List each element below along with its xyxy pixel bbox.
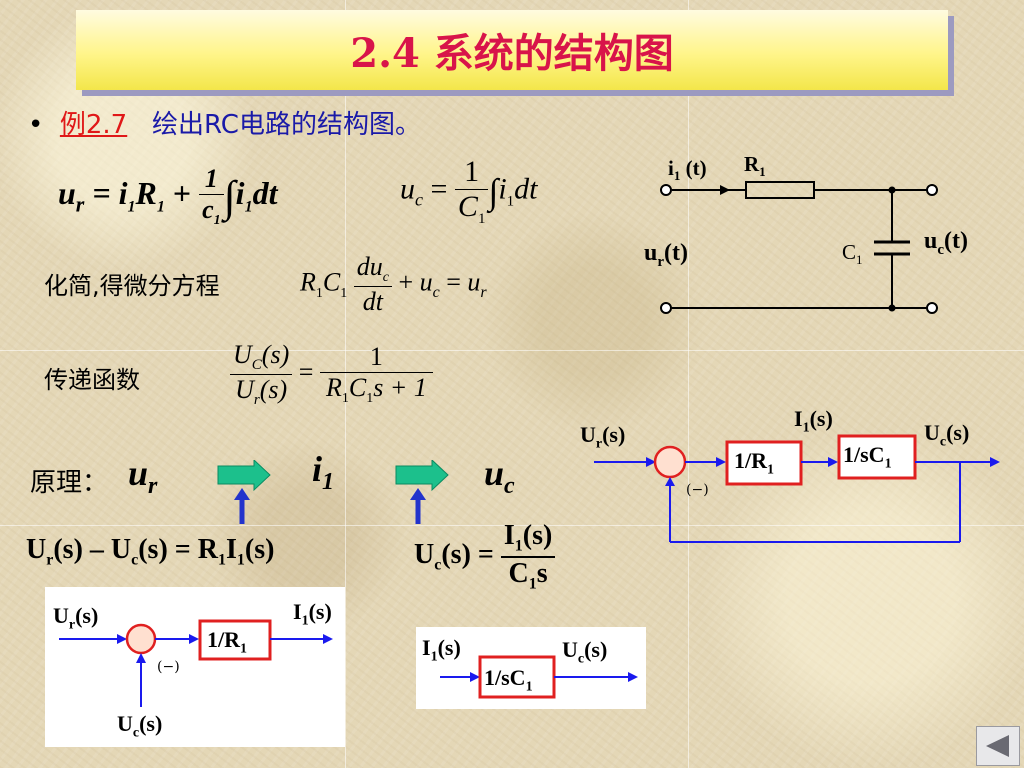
principle-label: 原理： bbox=[30, 468, 109, 498]
block-diagram-a-panel: Ur(s) (−) 1/R1 I1(s) Uc(s) bbox=[45, 587, 345, 747]
bd-a-block-label: 1/R1 bbox=[207, 627, 247, 657]
bd-a-output: I1(s) bbox=[293, 599, 332, 629]
example-text: 绘出RC电路的结构图。 bbox=[152, 110, 421, 140]
right-arrow-icon bbox=[395, 460, 449, 492]
bd-full-output: Uc(s) bbox=[924, 420, 970, 450]
resistor-icon bbox=[745, 181, 815, 199]
right-arrow-icon bbox=[217, 460, 271, 492]
block-c1 bbox=[478, 655, 556, 699]
terminal-icon bbox=[660, 302, 672, 314]
title-bar: 2.4 系统的结构图 bbox=[76, 10, 948, 90]
equation-capacitor: Uc(s) = I1(s)C1s bbox=[414, 520, 556, 593]
previous-slide-button[interactable] bbox=[976, 726, 1020, 766]
block-diagram-b-panel: I1(s) 1/sC1 Uc(s) bbox=[416, 627, 646, 709]
bd-a-minus: (−) bbox=[157, 659, 180, 675]
principle-var-ur: ur bbox=[128, 453, 158, 500]
principle-arrow-1 bbox=[217, 460, 271, 524]
triangle-left-icon bbox=[986, 735, 1009, 757]
summing-junction-icon bbox=[653, 445, 687, 479]
bd-full-block2-label: 1/sC1 bbox=[843, 442, 892, 472]
circuit-label-i1: i1 (t) bbox=[668, 156, 707, 184]
terminal-icon bbox=[926, 302, 938, 314]
bd-a-feedback: Uc(s) bbox=[117, 711, 163, 741]
simplify-label: 化简,得微分方程 bbox=[44, 272, 220, 300]
principle-var-i1: i1 bbox=[312, 449, 335, 496]
terminal-icon bbox=[926, 184, 938, 196]
rc-circuit bbox=[660, 181, 938, 314]
example-label: 例2.7 bbox=[59, 110, 128, 140]
bd-full-mid: I1(s) bbox=[794, 406, 833, 436]
transfer-label: 传递函数 bbox=[44, 366, 140, 394]
principle-arrow-2 bbox=[395, 460, 449, 524]
bd-full-minus: (−) bbox=[686, 482, 709, 498]
circuit-label-uc: uc(t) bbox=[924, 228, 969, 258]
block-diagram-a bbox=[59, 619, 333, 707]
block-2-c1 bbox=[837, 434, 917, 480]
grid-line bbox=[0, 350, 1024, 351]
equation-kvl: Ur(s) – Uc(s) = R1I1(s) bbox=[26, 534, 275, 569]
grid-line bbox=[688, 0, 689, 768]
block-diagram-full bbox=[594, 434, 1000, 543]
block-diagram-b bbox=[440, 655, 638, 699]
page-title: 2.4 系统的结构图 bbox=[350, 30, 674, 77]
grid-line bbox=[345, 0, 346, 768]
terminal-icon bbox=[660, 184, 672, 196]
circuit-label-c1: C1 bbox=[842, 240, 863, 268]
bd-full-input: Ur(s) bbox=[580, 422, 626, 452]
bd-full-block1-label: 1/R1 bbox=[734, 448, 774, 478]
circuit-label-ur: ur(t) bbox=[644, 240, 689, 270]
bd-a-input: Ur(s) bbox=[53, 603, 99, 633]
bd-b-output: Uc(s) bbox=[562, 637, 608, 667]
principle-var-uc: uc bbox=[484, 453, 515, 500]
bullet-dot: • bbox=[28, 110, 60, 140]
circuit-label-r1: R1 bbox=[744, 152, 766, 180]
example-line: • 例2.7 绘出RC电路的结构图。 bbox=[28, 104, 421, 141]
bd-b-block-label: 1/sC1 bbox=[484, 665, 533, 695]
grid-line bbox=[0, 525, 1024, 526]
current-arrow-icon bbox=[720, 185, 730, 195]
junction-icon bbox=[888, 304, 896, 312]
bd-b-input: I1(s) bbox=[422, 635, 461, 665]
block-r1 bbox=[198, 619, 272, 661]
summing-junction-icon bbox=[125, 623, 157, 655]
